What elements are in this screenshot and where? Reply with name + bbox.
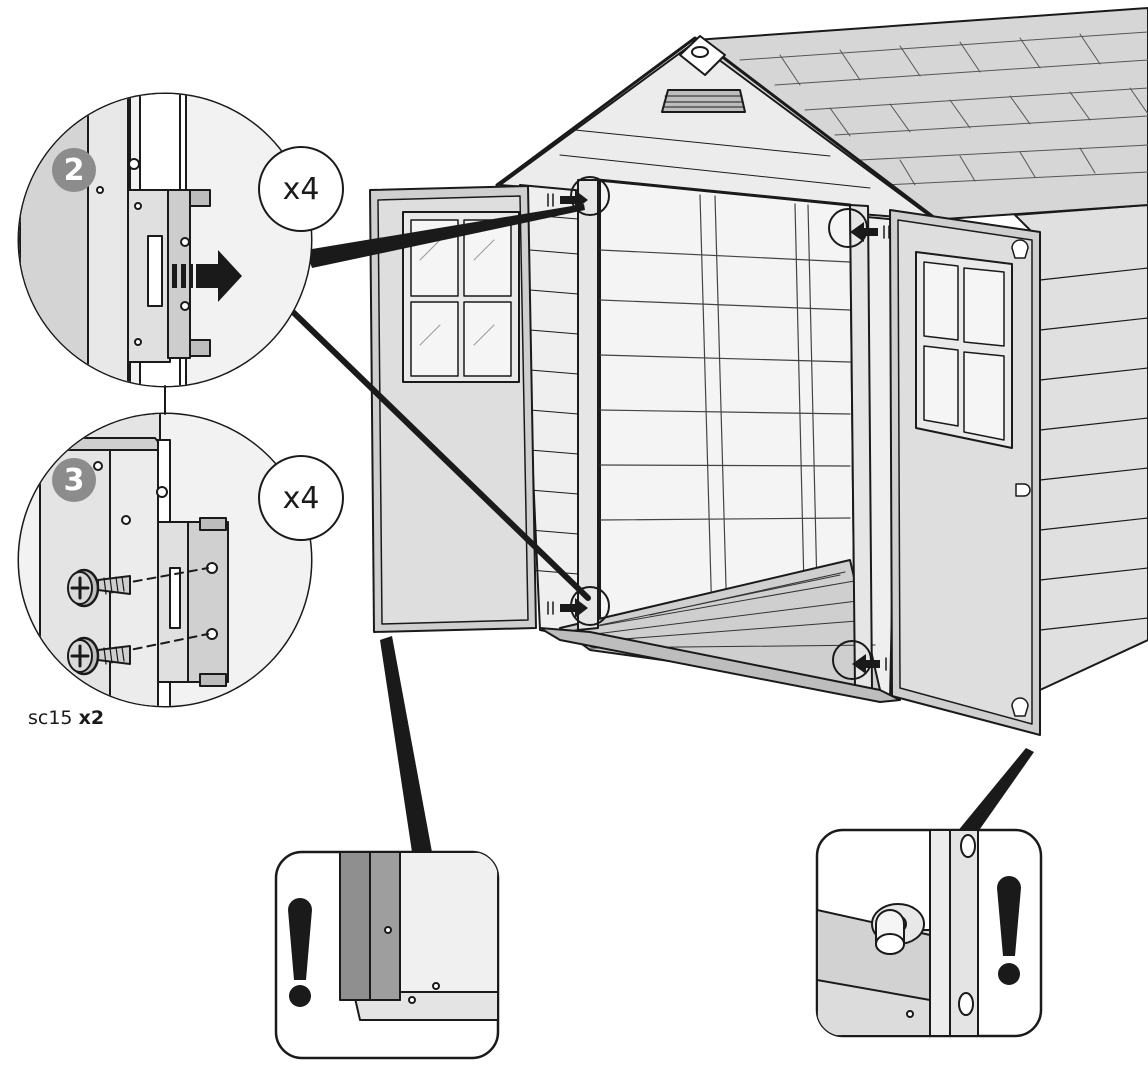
callout-line-bottom: [290, 309, 591, 601]
quantity-bubble: x4: [258, 455, 344, 541]
callout-pointer-left: [380, 636, 432, 852]
detail-box-left: [274, 850, 500, 1060]
shed: [495, 7, 1148, 703]
detail-circle-step-2: [17, 92, 313, 388]
step-number-badge: 3: [52, 458, 96, 502]
fastener-quantity: x2: [78, 707, 105, 729]
exclamation-icon: [997, 876, 1021, 985]
gable-vent: [661, 89, 746, 113]
step-number-badge: 2: [52, 148, 96, 192]
right-door-window: [915, 251, 1013, 449]
quantity-bubble: x4: [258, 146, 344, 232]
callout-pointer-right: [952, 748, 1034, 846]
callout-beam-top: [306, 204, 585, 268]
fastener-label: sc15 x2: [28, 707, 104, 729]
detail-box-right: [815, 828, 1043, 1038]
exclamation-icon: [288, 898, 312, 1007]
phillips-screw-icon: [67, 636, 131, 676]
detail-circle-step-3: [17, 412, 313, 708]
right-door-panel: [889, 209, 1041, 736]
arrow-right-icon: [172, 250, 242, 302]
fastener-code: sc15: [28, 707, 73, 729]
phillips-screw-icon: [67, 568, 131, 608]
